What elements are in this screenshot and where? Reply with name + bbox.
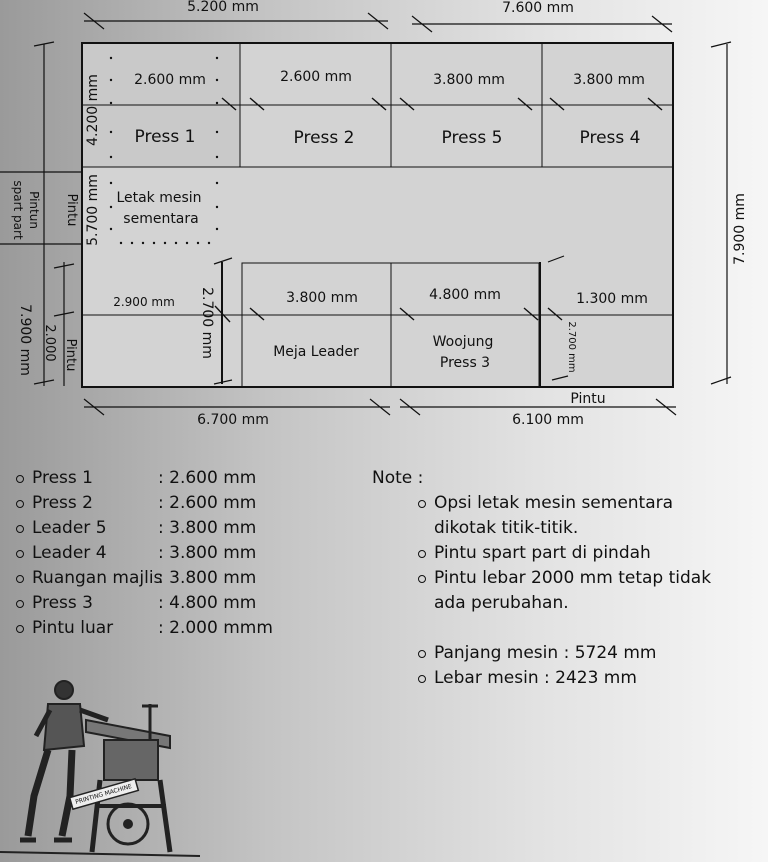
door-spare-line1: Pintun [27,191,41,229]
right-dimension [710,41,732,385]
spec-item: Lebar mesin : 2423 mm [418,666,718,691]
dim-top-right: 7.600 mm [502,0,574,16]
press2-label: Press 2 [294,128,355,148]
list-item: Leader 5 : 3.800 mm [16,516,273,541]
press4-label: Press 4 [580,128,641,148]
door-spare-line2: spart part [11,180,25,240]
lower-grid [82,262,673,388]
dim-bottom-left: 6.700 mm [197,412,269,428]
meja-width: 3.800 mm [286,290,358,306]
list-item: Leader 4 : 3.800 mm [16,541,273,566]
legend-name: Press 3 [32,593,93,613]
legend-name: Press 2 [32,493,93,513]
dim-top-left: 5.200 mm [187,0,259,15]
legend-name: Pintu luar [32,618,114,638]
legend-name: Press 1 [32,468,93,488]
press1-width: 2.600 mm [134,72,206,88]
legend-name: Leader 4 [32,543,107,563]
legend-value: : 2.600 mm [158,468,257,488]
right-small-width: 1.300 mm [576,291,648,307]
press2-width: 2.600 mm [280,69,352,85]
room-size-list: Press 1 : 2.600 mm Press 2 : 2.600 mm Lead… [16,466,273,641]
temp-label-line2: sementara [123,211,198,227]
legend-value: : 2.600 mm [158,493,257,513]
bottom-dimensions [83,398,677,416]
dim-right-small-vertical: 2.700 mm [566,321,577,372]
woojung-width: 4.800 mm [429,287,501,303]
door-left-upper: Pintu [64,194,79,227]
upper-grid [82,43,673,168]
notes-list: Opsi letak mesin sementara dikotak titik… [418,491,718,691]
door-left-lower: Pintu [63,339,78,372]
lower-left-width: 2.900 mm [113,295,175,309]
legend-value: : 3.800 mm [158,543,257,563]
dim-left-row2: 5.700 mm [85,174,101,246]
note-item: Opsi letak mesin sementara dikotak titik… [418,491,718,541]
legend-value: : 4.800 mm [158,593,257,613]
vertical-ticks [213,255,569,385]
press5-width: 3.800 mm [433,72,505,88]
dim-left-bottom: 7.900 mm [17,304,33,376]
dim-left-door: 2.000 [42,324,57,361]
press5-label: Press 5 [442,128,503,148]
list-item: Ruangan majlis: 3.800 mm [16,566,273,591]
dim-right-total: 7.900 mm [732,193,748,265]
note-item: Pintu lebar 2000 mm tetap tidak ada peru… [418,566,718,616]
legend-name: Ruangan majlis [32,568,163,588]
press1-label: Press 1 [135,127,196,147]
list-item: Pintu luar : 2.000 mmm [16,616,273,641]
spec-item: Panjang mesin : 5724 mm [418,641,718,666]
legend-value: : 2.000 mmm [158,618,273,638]
cell-ticks [214,97,663,323]
meja-label: Meja Leader [273,344,359,360]
door-bottom: Pintu [570,391,605,407]
list-item: Press 3 : 4.800 mm [16,591,273,616]
legend-value: : 3.800 mm [158,518,257,538]
dim-left-row1: 4.200 mm [85,74,101,146]
floor-plan: 5.200 mm 7.600 mm 6.700 mm 6.100 mm 7.90… [0,0,748,428]
legend-value: : 3.800 mm [158,568,257,588]
woojung-line2: Press 3 [440,355,490,371]
top-dimensions [83,12,673,33]
woojung-line1: Woojung [433,334,494,350]
temp-dotted-box [109,56,219,245]
printing-press-illustration: PRINTING MACHINE [0,680,200,857]
temp-label-line1: Letak mesin [116,190,201,206]
note-item: Pintu spart part di pindah [418,541,718,566]
notes-title: Note : [372,468,424,488]
left-dimensions [0,41,82,386]
dim-bottom-right: 6.100 mm [512,412,584,428]
press4-width: 3.800 mm [573,72,645,88]
list-item: Press 1 : 2.600 mm [16,466,273,491]
list-item: Press 2 : 2.600 mm [16,491,273,516]
dim-mid-vertical: 2.700 mm [199,287,215,359]
legend-name: Leader 5 [32,518,107,538]
